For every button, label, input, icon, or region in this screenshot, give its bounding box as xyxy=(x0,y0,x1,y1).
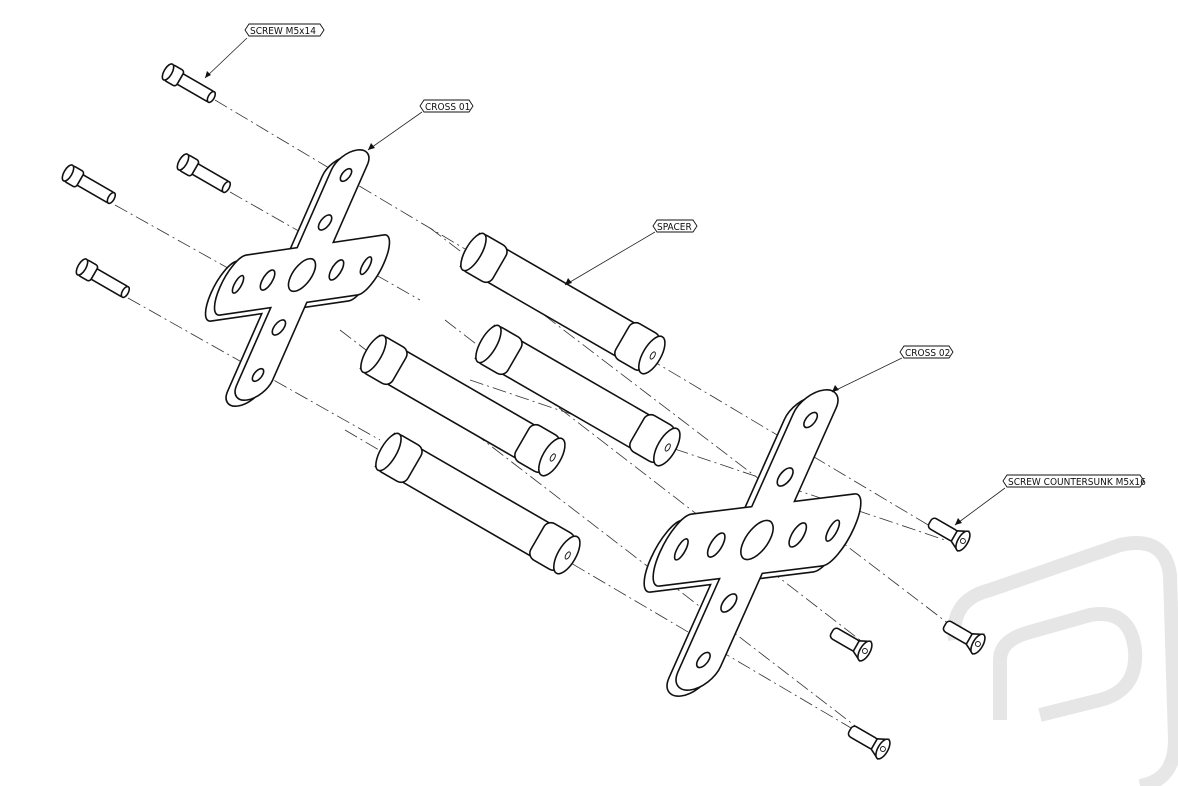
svg-text:SCREW M5x14: SCREW M5x14 xyxy=(250,26,316,37)
spacer-4 xyxy=(374,432,581,575)
screw-m5x14-2 xyxy=(176,153,232,194)
cross-01 xyxy=(156,138,439,418)
screw-countersunk-3 xyxy=(829,627,873,663)
label-cross-02: CROSS 02 xyxy=(831,345,954,393)
cross-02 xyxy=(584,378,921,708)
screw-countersunk-1 xyxy=(927,517,971,553)
screw-m5x14-4 xyxy=(75,258,131,299)
screw-countersunk-2 xyxy=(942,620,986,656)
screw-m5x14-1 xyxy=(161,63,217,104)
label-screw-m5x14: SCREW M5x14 xyxy=(204,23,325,79)
svg-text:CROSS 01: CROSS 01 xyxy=(425,102,470,113)
assembly-axis-lines xyxy=(114,99,971,746)
screw-countersunk-4 xyxy=(847,725,891,761)
label-screw-countersunk-m5x16: SCREW COUNTERSUNK M5x16 xyxy=(954,474,1146,526)
watermark-logo xyxy=(947,536,1178,786)
svg-text:SCREW COUNTERSUNK M5x16: SCREW COUNTERSUNK M5x16 xyxy=(1008,477,1146,488)
spacer-3 xyxy=(359,334,566,477)
spacer-1 xyxy=(459,232,666,375)
label-spacer: SPACER xyxy=(564,219,698,286)
label-cross-01: CROSS 01 xyxy=(367,99,474,151)
spacer-2 xyxy=(474,324,681,467)
svg-text:CROSS 02: CROSS 02 xyxy=(905,348,950,359)
svg-text:SPACER: SPACER xyxy=(657,222,692,233)
screw-m5x14-3 xyxy=(61,164,117,205)
